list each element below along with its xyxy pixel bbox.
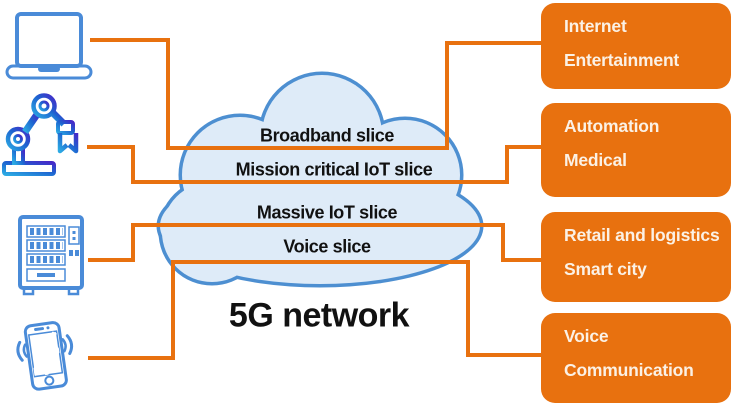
- usecase-line: Automation: [564, 116, 660, 136]
- connector-mission-critical-line: [87, 145, 541, 184]
- vending-machine-icon: [18, 215, 84, 296]
- usecase-line: Smart city: [564, 259, 647, 279]
- usecase-box-voice-communication: Voice Communication: [541, 313, 731, 403]
- slice-label-voice: Voice slice: [283, 236, 371, 257]
- signal-wave-left-icon: [16, 340, 24, 362]
- usecase-box-automation-medical: Automation Medical: [541, 103, 731, 197]
- usecase-line: Entertainment: [564, 50, 680, 70]
- smartphone-icon: [16, 321, 74, 391]
- usecase-box-retail-smartcity: Retail and logistics Smart city: [541, 212, 731, 302]
- usecase-line: Communication: [564, 360, 694, 380]
- usecase-line: Voice: [564, 326, 609, 346]
- network-title: 5G network: [228, 296, 410, 335]
- connector-voice-line: [88, 260, 541, 360]
- connector-massive-iot-line: [88, 223, 541, 262]
- connector-broadband-line: [90, 38, 541, 150]
- laptop-icon: [5, 12, 93, 80]
- usecase-line: Internet: [564, 16, 627, 36]
- slice-label-mission-critical: Mission critical IoT slice: [235, 159, 433, 180]
- connector-lines: [87, 38, 541, 360]
- usecase-line: Retail and logistics: [564, 225, 720, 245]
- slice-label-broadband: Broadband slice: [259, 125, 395, 146]
- usecase-box-internet-entertainment: Internet Entertainment: [541, 3, 731, 89]
- usecase-line: Medical: [564, 150, 627, 170]
- robot-arm-icon: [2, 93, 79, 176]
- signal-wave-right-icon: [65, 334, 74, 356]
- slice-label-massive-iot: Massive IoT slice: [256, 202, 398, 223]
